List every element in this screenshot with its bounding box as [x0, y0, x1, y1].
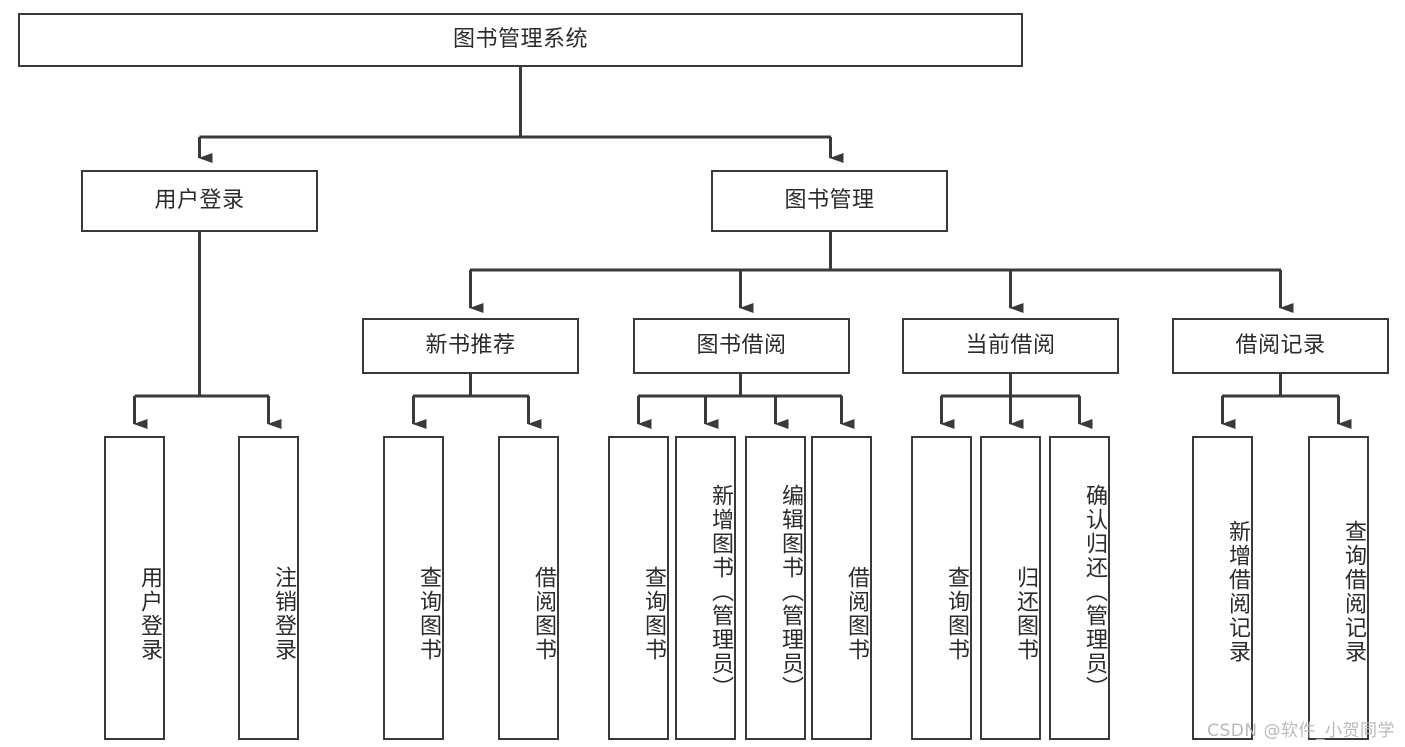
node-leaf-borrow-book-1-label: 借阅图书 — [531, 566, 556, 662]
node-book-borrow[interactable]: 图书借阅 — [633, 318, 850, 374]
node-leaf-edit-book-label: 编辑图书（管理员） — [778, 484, 803, 700]
node-root-label: 图书管理系统 — [452, 26, 588, 52]
node-leaf-add-record[interactable]: 新增借阅记录 — [1192, 436, 1253, 740]
node-leaf-logout-label: 注销登录 — [271, 566, 296, 662]
node-book-management-label: 图书管理 — [784, 187, 875, 213]
node-leaf-return-book-label: 归还图书 — [1013, 566, 1038, 662]
node-book-borrow-label: 图书借阅 — [696, 332, 787, 358]
node-leaf-confirm-return[interactable]: 确认归还（管理员） — [1049, 436, 1110, 740]
node-leaf-logout[interactable]: 注销登录 — [238, 436, 299, 740]
node-book-management[interactable]: 图书管理 — [711, 170, 948, 232]
node-current-borrow-label: 当前借阅 — [965, 332, 1056, 358]
node-leaf-query-book-1[interactable]: 查询图书 — [383, 436, 444, 740]
node-new-book-recommend-label: 新书推荐 — [425, 332, 516, 358]
node-leaf-edit-book[interactable]: 编辑图书（管理员） — [745, 436, 806, 740]
node-current-borrow[interactable]: 当前借阅 — [902, 318, 1119, 374]
node-borrow-record[interactable]: 借阅记录 — [1172, 318, 1389, 374]
node-leaf-borrow-book-1[interactable]: 借阅图书 — [498, 436, 559, 740]
node-user-login-label: 用户登录 — [154, 187, 245, 213]
node-leaf-query-record[interactable]: 查询借阅记录 — [1308, 436, 1369, 740]
node-leaf-borrow-book-2[interactable]: 借阅图书 — [811, 436, 872, 740]
node-leaf-query-book-2[interactable]: 查询图书 — [608, 436, 669, 740]
node-leaf-query-book-3[interactable]: 查询图书 — [911, 436, 972, 740]
node-leaf-query-record-label: 查询借阅记录 — [1341, 520, 1366, 664]
node-leaf-add-record-label: 新增借阅记录 — [1225, 520, 1250, 664]
node-leaf-return-book[interactable]: 归还图书 — [980, 436, 1041, 740]
node-leaf-query-book-1-label: 查询图书 — [416, 566, 441, 662]
node-borrow-record-label: 借阅记录 — [1235, 332, 1326, 358]
node-leaf-add-book[interactable]: 新增图书（管理员） — [675, 436, 736, 740]
node-user-login[interactable]: 用户登录 — [81, 170, 318, 232]
node-new-book-recommend[interactable]: 新书推荐 — [362, 318, 579, 374]
node-root[interactable]: 图书管理系统 — [18, 13, 1023, 67]
node-leaf-query-book-3-label: 查询图书 — [944, 566, 969, 662]
node-leaf-borrow-book-2-label: 借阅图书 — [844, 566, 869, 662]
node-leaf-user-login-label: 用户登录 — [137, 566, 162, 662]
node-leaf-user-login[interactable]: 用户登录 — [104, 436, 165, 740]
node-leaf-add-book-label: 新增图书（管理员） — [708, 484, 733, 700]
node-leaf-query-book-2-label: 查询图书 — [641, 566, 666, 662]
node-leaf-confirm-return-label: 确认归还（管理员） — [1082, 484, 1107, 700]
